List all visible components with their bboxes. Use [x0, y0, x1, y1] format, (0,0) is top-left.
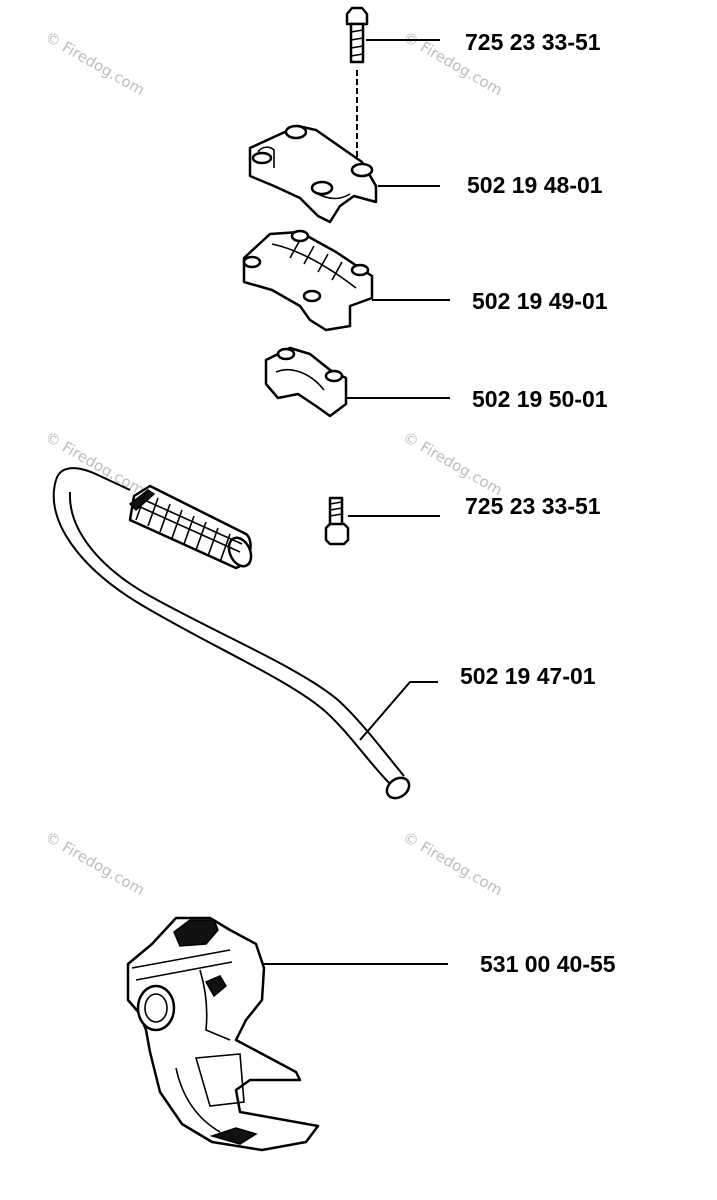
part-number-label[interactable]: 502 19 48-01: [467, 172, 603, 198]
watermark: © Firedog.com: [42, 428, 148, 499]
watermark: © Firedog.com: [400, 828, 506, 899]
part-bolt-small[interactable]: 725 23 33-51: [324, 493, 601, 546]
watermark: © Firedog.com: [42, 828, 148, 899]
part-clamp-lower[interactable]: 502 19 49-01: [242, 229, 608, 332]
part-bolt-top[interactable]: 725 23 33-51: [345, 6, 601, 160]
watermark: © Firedog.com: [42, 28, 148, 99]
part-clamp-half[interactable]: 502 19 50-01: [264, 346, 608, 418]
part-number-label[interactable]: 725 23 33-51: [465, 493, 601, 519]
part-number-label[interactable]: 725 23 33-51: [465, 29, 601, 55]
part-handle-bar[interactable]: 502 19 47-01: [52, 467, 596, 802]
part-number-label[interactable]: 502 19 50-01: [472, 386, 608, 412]
part-clamp-upper[interactable]: 502 19 48-01: [248, 124, 603, 224]
leader-line: [359, 681, 438, 741]
part-number-label[interactable]: 531 00 40-55: [480, 951, 616, 977]
part-number-label[interactable]: 502 19 47-01: [460, 663, 596, 689]
part-throttle-handle[interactable]: 531 00 40-55: [126, 916, 616, 1152]
watermark: © Firedog.com: [400, 428, 506, 499]
part-number-label[interactable]: 502 19 49-01: [472, 288, 608, 314]
